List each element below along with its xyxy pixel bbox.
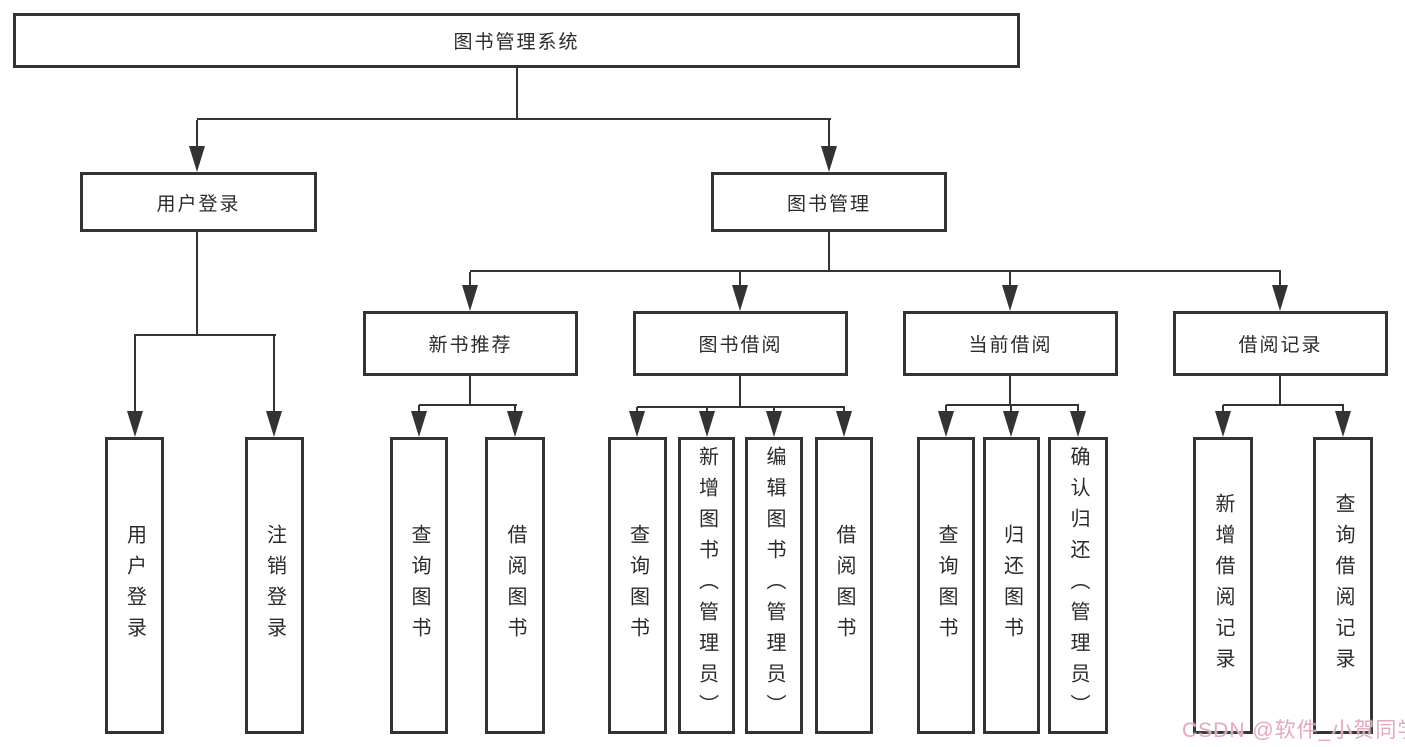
node-label: 新书推荐: [428, 335, 513, 356]
arrow-down-borrow-add: [698, 407, 716, 437]
leaf-borrow-add-books-admin: 新增图书（管理员）: [678, 437, 735, 734]
leaf-borrow-query-books: 查询图书: [608, 437, 667, 734]
arrow-down-to-logout-leaf: [265, 335, 283, 437]
connector-book-mgmt-rail: [470, 270, 1281, 272]
node-new-book-recommend: 新书推荐: [363, 311, 578, 376]
connector-borrow-rail: [637, 406, 845, 408]
leaf-label: 查询图书: [935, 523, 957, 648]
leaf-recommend-query-books: 查询图书: [390, 437, 448, 734]
leaf-borrow-lend-books: 借阅图书: [815, 437, 873, 734]
arrow-down-to-borrow-records: [1271, 272, 1289, 311]
leaf-recommend-borrow-books: 借阅图书: [485, 437, 545, 734]
arrow-down-records-add: [1214, 405, 1232, 437]
arrow-down-to-login-leaf: [126, 335, 144, 437]
connector-recommend-stem: [469, 376, 471, 406]
leaf-label: 新增图书（管理员）: [695, 446, 718, 725]
leaf-label: 查询借阅记录: [1332, 492, 1354, 679]
csdn-watermark: CSDN @软件_小贺同学: [1182, 719, 1405, 742]
arrow-down-borrow-edit: [765, 407, 783, 437]
arrow-down-to-current-borrow: [1001, 272, 1019, 311]
leaf-current-return-books: 归还图书: [983, 437, 1040, 734]
leaf-label: 新增借阅记录: [1212, 492, 1234, 679]
arrow-down-borrow-query: [628, 407, 646, 437]
arrow-down-recommend-borrow: [506, 405, 524, 437]
leaf-borrow-edit-books-admin: 编辑图书（管理员）: [745, 437, 803, 734]
node-book-borrow: 图书借阅: [633, 311, 848, 376]
leaf-label: 用户登录: [123, 523, 146, 648]
leaf-label: 编辑图书（管理员）: [763, 446, 785, 725]
node-label: 图书管理: [786, 193, 871, 215]
connector-book-mgmt-stem: [828, 232, 830, 272]
arrow-down-to-book-borrow: [731, 272, 749, 311]
node-current-borrow: 当前借阅: [903, 311, 1118, 376]
node-label: 当前借阅: [968, 335, 1053, 356]
connector-borrow-stem: [739, 376, 741, 408]
leaf-label: 查询图书: [408, 523, 430, 648]
arrow-down-recommend-query: [410, 405, 428, 437]
connector-current-rail: [946, 404, 1079, 406]
node-library-management-system: 图书管理系统: [13, 13, 1020, 68]
arrow-down-to-user-login: [188, 120, 206, 172]
leaf-label: 借阅图书: [833, 523, 855, 648]
arrow-down-current-query: [937, 405, 955, 437]
arrow-down-to-new-book-recommend: [461, 272, 479, 311]
connector-root-stem: [516, 68, 518, 120]
leaf-label: 注销登录: [263, 523, 286, 648]
leaf-label: 确认归还（管理员）: [1067, 446, 1089, 725]
node-label: 用户登录: [156, 193, 241, 215]
leaf-label: 归还图书: [1000, 523, 1023, 648]
connector-records-stem: [1279, 376, 1281, 406]
arrow-down-borrow-lend: [835, 407, 853, 437]
leaf-logout: 注销登录: [245, 437, 304, 734]
arrow-down-current-confirm: [1069, 405, 1087, 437]
connector-user-login-stem: [196, 232, 198, 336]
node-borrow-records: 借阅记录: [1173, 311, 1388, 376]
node-label: 借阅记录: [1238, 335, 1323, 356]
connector-records-rail: [1223, 404, 1344, 406]
node-label: 图书管理系统: [453, 32, 580, 53]
leaf-label: 借阅图书: [504, 523, 526, 648]
leaf-records-query-record: 查询借阅记录: [1313, 437, 1373, 734]
node-label: 图书借阅: [698, 335, 783, 356]
leaf-current-query-books: 查询图书: [917, 437, 975, 734]
node-book-management-branch: 图书管理: [711, 172, 947, 232]
connector-current-stem: [1009, 376, 1011, 406]
arrow-down-to-book-management: [820, 120, 838, 172]
connector-recommend-rail: [419, 404, 517, 406]
connector-user-login-rail: [134, 334, 276, 336]
leaf-records-add-record: 新增借阅记录: [1193, 437, 1253, 734]
leaf-label: 查询图书: [626, 523, 649, 648]
arrow-down-current-return: [1002, 405, 1020, 437]
arrow-down-records-query: [1334, 405, 1352, 437]
leaf-current-confirm-return-admin: 确认归还（管理员）: [1048, 437, 1108, 734]
connector-root-rail: [197, 118, 831, 120]
leaf-user-login: 用户登录: [105, 437, 164, 734]
node-user-login-branch: 用户登录: [80, 172, 317, 232]
